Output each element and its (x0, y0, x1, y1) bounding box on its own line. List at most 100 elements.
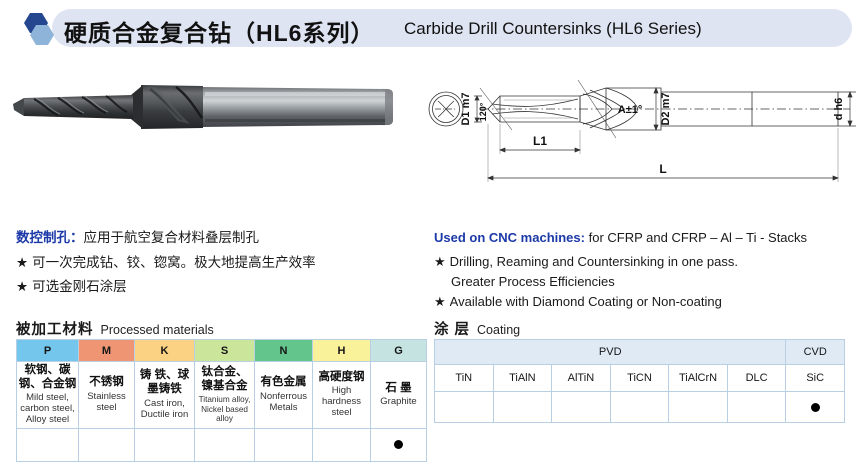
material-desc-H: 高硬度钢 High hardness steel (312, 361, 371, 429)
material-mark-P (16, 427, 79, 462)
materials-heading-cn: 被加工材料 (16, 322, 94, 338)
dim-label-l1: L1 (533, 134, 547, 148)
coating-name-TiAlN: TiAlN (492, 364, 553, 392)
dim-label-d2: D2 m7 (660, 92, 672, 125)
feature-en-item-1: ★Drilling, Reaming and Countersinking in… (434, 251, 858, 272)
material-desc-cn: 软钢、碳钢、合金钢 (18, 364, 77, 390)
coating-mark-SiC (785, 391, 845, 423)
material-code-N: N (254, 339, 313, 362)
material-mark-G (370, 427, 427, 462)
dim-label-l: L (659, 162, 666, 176)
star-icon: ★ (16, 255, 29, 270)
coating-group-CVD: CVD (785, 339, 845, 365)
coating-availability-row (434, 391, 845, 423)
material-desc-cn: 铸 铁、球墨铸铁 (139, 369, 190, 396)
material-code-P: P (16, 339, 79, 362)
features-en-heading-rest: for CFRP and CFRP – Al – Ti - Stacks (588, 230, 808, 245)
material-desc-cn: 高硬度钢 (318, 370, 365, 383)
material-mark-M (78, 427, 135, 462)
material-code-M: M (78, 339, 135, 362)
materials-heading-en: Processed materials (100, 323, 214, 337)
feature-cn-item-2-text: 可选金刚石涂层 (32, 279, 127, 294)
star-icon: ★ (434, 254, 446, 269)
features-cn-heading-highlight: 数控制孔： (16, 230, 84, 245)
material-mark-H (312, 427, 371, 462)
feature-en-item-1-sub: Greater Process Efficiencies (451, 274, 615, 289)
materials-suitability-row (16, 427, 427, 462)
technical-drawing: D1 m7 120° A±1° D2 m7 d h6 L1 L (420, 58, 862, 190)
material-desc-cn: 有色金属 (260, 376, 307, 389)
coating-heading: 涂 层 Coating (434, 318, 520, 339)
coating-mark-DLC (726, 391, 787, 423)
material-desc-cn: 不锈钢 (89, 376, 124, 389)
material-code-K: K (134, 339, 195, 362)
star-icon: ★ (16, 279, 29, 294)
page-title-cn: 硬质合金复合钻（HL6系列） (64, 20, 375, 46)
feature-en-item-2-text: Available with Diamond Coating or Non-co… (449, 294, 722, 309)
coating-mark-TiAlCrN (668, 391, 728, 423)
coating-name-TiAlCrN: TiAlCrN (668, 364, 728, 392)
material-desc-en: Graphite (380, 396, 417, 408)
page-title-en: Carbide Drill Countersinks (HL6 Series) (404, 19, 702, 38)
material-code-H: H (312, 339, 371, 362)
coating-group-PVD: PVD (433, 339, 787, 365)
material-mark-N (254, 427, 313, 462)
coating-mark-AlTiN (551, 391, 611, 423)
feature-en-item-1-text: Drilling, Reaming and Countersinking in … (449, 254, 738, 269)
double-hexagon-logo-icon (14, 12, 64, 48)
page-header: 硬质合金复合钻（HL6系列） Carbide Drill Countersink… (0, 0, 862, 56)
coating-name-SiC: SiC (785, 364, 845, 392)
features-cn-heading-rest: 应用于航空复合材料叠层制孔 (83, 230, 260, 245)
dim-label-d-shank: d h6 (833, 98, 845, 121)
features-en-heading: Used on CNC machines: for CFRP and CFRP … (434, 228, 858, 248)
dim-label-point-angle: 120° (478, 102, 488, 121)
star-icon: ★ (434, 294, 446, 309)
availability-dot-icon (811, 401, 820, 413)
material-mark-K (134, 427, 195, 462)
dim-label-d1: D1 m7 (460, 92, 472, 125)
material-desc-cn: 钛合金、镍基合金 (201, 366, 248, 392)
material-desc-en: Nonferrous Metals (260, 390, 307, 413)
material-desc-en: Titanium alloy, Nickel based alloy (198, 395, 251, 424)
title-banner (52, 9, 852, 47)
material-desc-cn: 石 墨 (385, 381, 412, 394)
features-chinese: 数控制孔：应用于航空复合材料叠层制孔 ★可一次完成钻、铰、锪窝。极大地提高生产效… (16, 228, 426, 299)
features-en-heading-highlight: Used on CNC machines: (434, 230, 585, 245)
product-photo (0, 58, 420, 190)
features-cn-heading: 数控制孔：应用于航空复合材料叠层制孔 (16, 228, 426, 248)
material-desc-S: 钛合金、镍基合金 Titanium alloy, Nickel based all… (194, 361, 255, 429)
coating-heading-cn: 涂 层 (434, 322, 471, 338)
feature-cn-item-2: ★可选金刚石涂层 (16, 275, 426, 299)
material-desc-en: Stainless steel (87, 390, 126, 413)
coating-heading-en: Coating (477, 323, 521, 337)
feature-cn-item-1-text: 可一次完成钻、铰、锪窝。极大地提高生产效率 (32, 255, 316, 270)
coating-name-DLC: DLC (726, 364, 787, 392)
features-english: Used on CNC machines: for CFRP and CFRP … (434, 228, 858, 312)
material-mark-S (194, 427, 255, 462)
coating-name-TiN: TiN (434, 364, 494, 392)
coating-name-TiCN: TiCN (609, 364, 670, 392)
coating-name-AlTiN: AlTiN (551, 364, 611, 392)
material-desc-G: 石 墨 Graphite (370, 361, 427, 429)
suitability-dot-icon (394, 439, 403, 451)
coating-mark-TiN (434, 391, 494, 423)
material-code-S: S (194, 339, 255, 362)
material-code-G: G (370, 339, 427, 362)
feature-en-item-2: ★Available with Diamond Coating or Non-c… (434, 291, 858, 312)
material-desc-en: Mild steel, carbon steel, Alloy steel (20, 392, 75, 425)
materials-heading: 被加工材料 Processed materials (16, 318, 214, 339)
coating-mark-TiAlN (492, 391, 553, 423)
coating-mark-TiCN (609, 391, 670, 423)
material-desc-en: High hardness steel (321, 385, 362, 419)
feature-cn-item-1: ★可一次完成钻、铰、锪窝。极大地提高生产效率 (16, 251, 426, 275)
